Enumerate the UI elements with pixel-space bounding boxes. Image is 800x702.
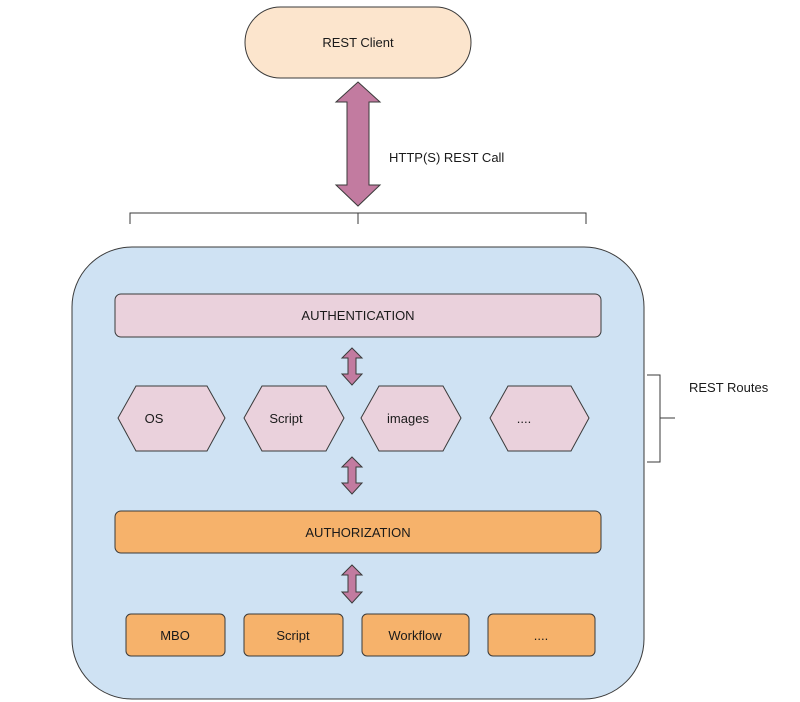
authorization-label: AUTHORIZATION [305,525,410,540]
rest-routes-brace [647,374,675,463]
route-hexagon-more-label: .... [517,411,531,426]
route-hexagon-script-label: Script [269,411,303,426]
authentication-shape [114,293,602,338]
route-hexagon-os-shape [117,385,226,452]
route-hexagon-more[interactable]: .... [489,385,590,452]
http-call-double-arrow [334,81,382,207]
rest-client-shape [244,6,472,79]
route-hexagon-more-shape [489,385,590,452]
rest-client-label: REST Client [322,35,394,50]
authz-resources-double-arrow [340,564,364,604]
rest-routes-label: REST Routes [689,380,769,395]
route-hexagon-os[interactable]: OS [117,385,226,452]
authorization-shape [114,510,602,554]
resource-box-more-label: .... [534,628,548,643]
authorization-layer[interactable]: AUTHORIZATION [114,510,602,554]
resource-box-more-shape [487,613,596,657]
route-hexagon-images[interactable]: images [360,385,462,452]
route-hexagon-os-label: OS [145,411,164,426]
resource-box-script-shape [243,613,344,657]
route-hexagon-script-shape [243,385,345,452]
resource-box-mbo-label: MBO [160,628,190,643]
top-bracket [129,212,587,224]
server-container [71,246,645,700]
authentication-label: AUTHENTICATION [301,308,414,323]
auth-routes-double-arrow [340,347,364,386]
resource-box-workflow-label: Workflow [388,628,442,643]
resource-box-more[interactable]: .... [487,613,596,657]
resource-box-workflow-shape [361,613,470,657]
resource-box-script-label: Script [276,628,310,643]
resource-box-mbo-shape [125,613,226,657]
route-hexagon-images-shape [360,385,462,452]
routes-authz-double-arrow [340,456,364,495]
authentication-layer[interactable]: AUTHENTICATION [114,293,602,338]
route-hexagon-script[interactable]: Script [243,385,345,452]
resource-box-script[interactable]: Script [243,613,344,657]
rest-client-node[interactable]: REST Client [244,6,472,79]
resource-box-mbo[interactable]: MBO [125,613,226,657]
route-hexagon-images-label: images [387,411,429,426]
http-call-label: HTTP(S) REST Call [389,150,504,165]
resource-box-workflow[interactable]: Workflow [361,613,470,657]
